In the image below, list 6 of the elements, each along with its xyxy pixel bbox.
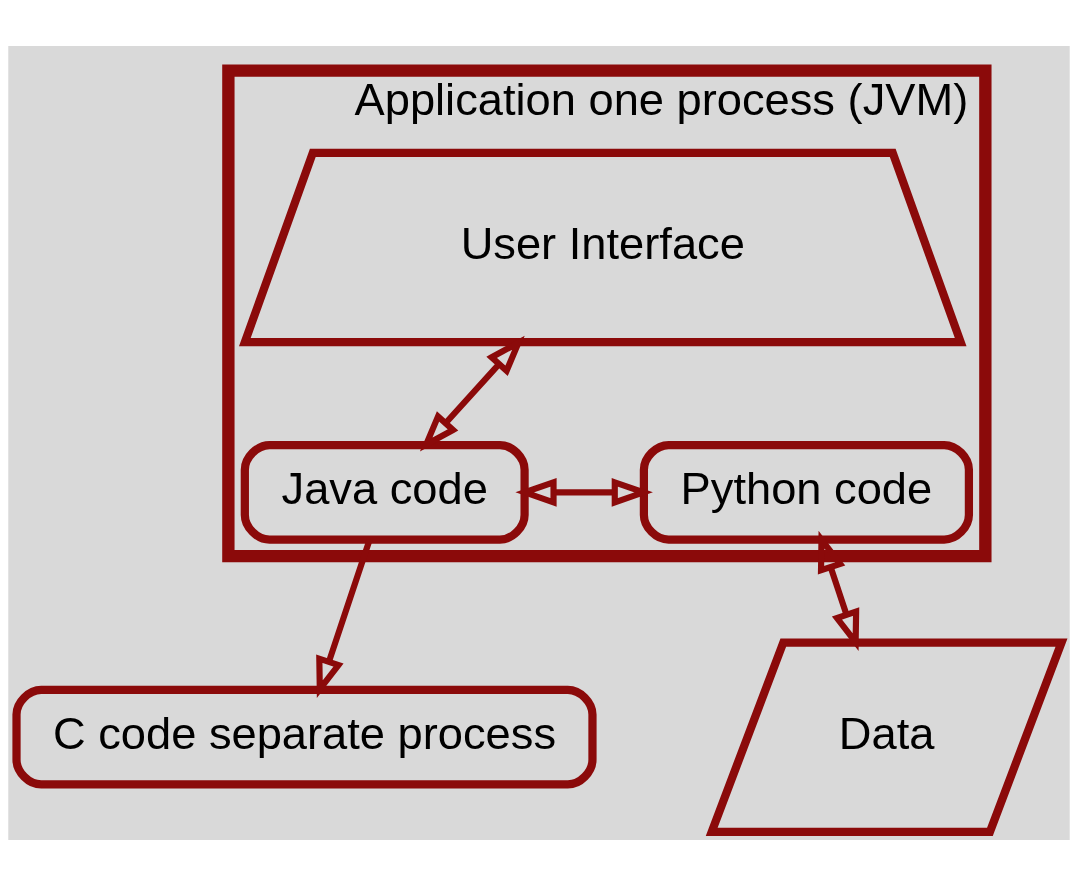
arrow xyxy=(419,335,525,451)
arrow xyxy=(515,477,653,507)
node-box: Python code xyxy=(639,440,973,544)
node-box: C code separate process xyxy=(12,685,597,789)
arrow xyxy=(817,530,860,651)
node-box: Java code xyxy=(240,440,529,544)
